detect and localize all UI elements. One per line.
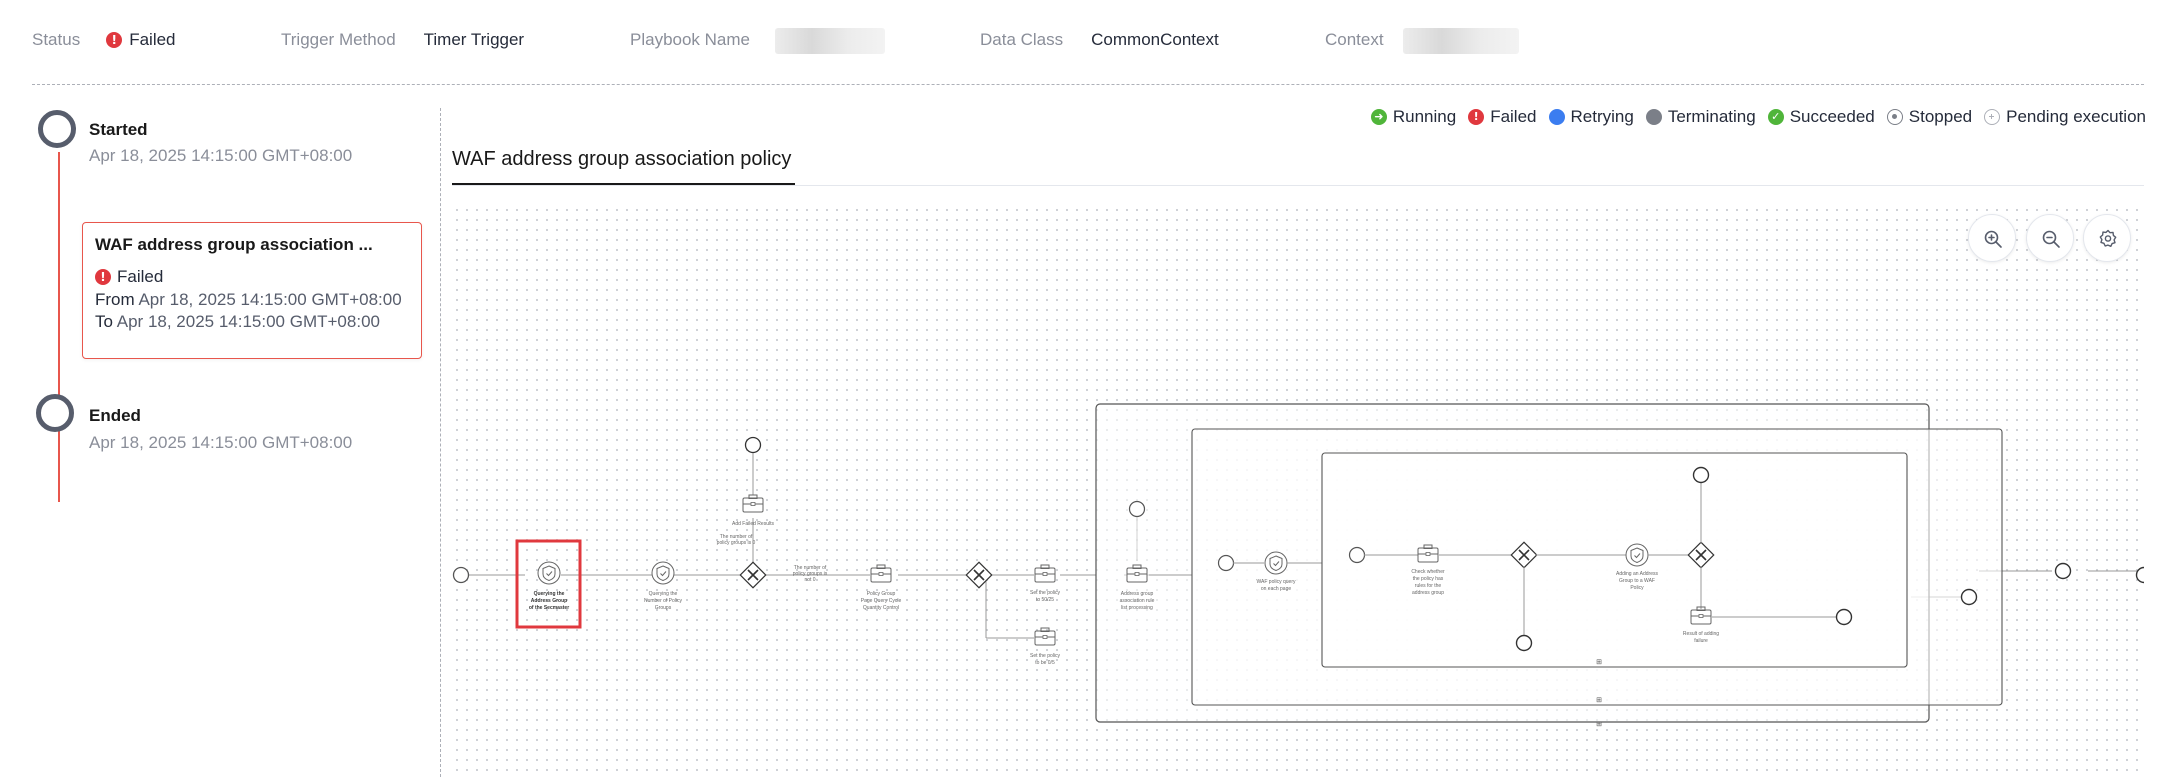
svg-text:⊞: ⊞ [1596, 659, 1602, 666]
legend-label: Terminating [1667, 107, 1756, 126]
legend-label: Pending execution [2006, 107, 2146, 126]
legend-label: Succeeded [1789, 107, 1875, 126]
to-time: Apr 18, 2025 14:15:00 GMT+08:00 [116, 312, 380, 331]
node-label: Add Failed Results [732, 521, 774, 527]
context-field: Context [1325, 30, 1384, 50]
zoom-out-icon [2042, 230, 2060, 248]
status-value: Failed [129, 30, 176, 49]
context-label: Context [1325, 30, 1384, 49]
started-title: Started [89, 120, 148, 139]
ended-node-icon [36, 394, 74, 432]
arrow-right-icon: ➜ [1370, 109, 1387, 125]
data-class-value: CommonContext [1091, 30, 1219, 49]
playbook-name-field: Playbook Name [630, 30, 750, 50]
started-node-icon [38, 110, 76, 148]
failed-step-card[interactable]: WAF address group association ... ! Fail… [82, 222, 422, 359]
dot-icon [1645, 109, 1662, 125]
header-divider [32, 84, 2144, 85]
trigger-method-label: Trigger Method [281, 30, 396, 49]
pending-icon [1984, 109, 2001, 125]
legend-pending: Pending execution [1984, 107, 2146, 127]
data-class-label: Data Class [980, 30, 1064, 49]
legend-failed: ! Failed [1468, 107, 1537, 127]
zoom-in-icon [1984, 230, 2002, 248]
inner-subprocess [1321, 452, 1908, 668]
execution-info-bar: Status ! Failed Trigger Method Timer Tri… [0, 0, 2174, 84]
from-time: Apr 18, 2025 14:15:00 GMT+08:00 [138, 290, 402, 309]
step-card-status: ! Failed [95, 267, 163, 287]
legend-retrying: Retrying [1548, 107, 1634, 127]
legend-terminating: Terminating [1645, 107, 1756, 127]
flow-start-event [452, 566, 470, 584]
failed-node-highlight [515, 539, 582, 629]
svg-text:⊞: ⊞ [1596, 697, 1602, 704]
step-card-title: WAF address group association ... [95, 235, 373, 254]
step-status-text: Failed [117, 267, 164, 286]
to-label: To [95, 312, 113, 331]
dot-icon [1548, 109, 1565, 125]
playbook-name-label: Playbook Name [630, 30, 751, 49]
status-label: Status [32, 30, 81, 49]
context-redacted [1403, 28, 1519, 54]
legend-label: Failed [1490, 107, 1537, 126]
ended-time: Apr 18, 2025 14:15:00 GMT+08:00 [89, 433, 353, 452]
tab-active-indicator [452, 183, 795, 185]
legend-succeeded: ✓ Succeeded [1767, 107, 1875, 127]
flow-end-event [744, 436, 762, 454]
trigger-method-value: Timer Trigger [423, 30, 525, 49]
canvas-settings-button[interactable] [2083, 214, 2131, 262]
legend-label: Stopped [1908, 107, 1973, 126]
from-label: From [95, 290, 135, 309]
exclamation-icon: ! [1468, 109, 1485, 125]
step-to-row: To Apr 18, 2025 14:15:00 GMT+08:00 [95, 312, 380, 332]
started-time: Apr 18, 2025 14:15:00 GMT+08:00 [89, 146, 353, 165]
execution-timeline: Started Apr 18, 2025 14:15:00 GMT+08:00 … [0, 100, 440, 777]
playbook-name-redacted [775, 28, 885, 54]
status-legend: ➜ Running ! Failed Retrying Terminating … [1359, 107, 2146, 127]
data-class-field: Data Class CommonContext [980, 30, 1219, 50]
tab-playbook-flow[interactable]: WAF address group association policy [452, 148, 792, 170]
status-field: Status ! Failed [32, 30, 176, 50]
failed-icon: ! [95, 269, 111, 285]
tab-bar-divider [452, 185, 2144, 186]
timeline-connector [58, 152, 60, 502]
legend-running: ➜ Running [1370, 107, 1457, 127]
check-icon: ✓ [1767, 109, 1784, 125]
legend-stopped: Stopped [1886, 107, 1973, 127]
trigger-method-field: Trigger Method Timer Trigger [281, 30, 524, 50]
step-from-row: From Apr 18, 2025 14:15:00 GMT+08:00 [95, 290, 402, 310]
legend-label: Retrying [1570, 107, 1634, 126]
ended-title: Ended [89, 406, 141, 425]
legend-label: Running [1392, 107, 1457, 126]
zoom-out-button[interactable] [2026, 214, 2074, 262]
zoom-in-button[interactable] [1968, 214, 2016, 262]
svg-text:⊞: ⊞ [1596, 721, 1602, 728]
gear-icon [2099, 229, 2117, 247]
failed-icon: ! [106, 32, 123, 48]
panel-divider [440, 108, 441, 777]
stop-icon [1886, 109, 1903, 125]
